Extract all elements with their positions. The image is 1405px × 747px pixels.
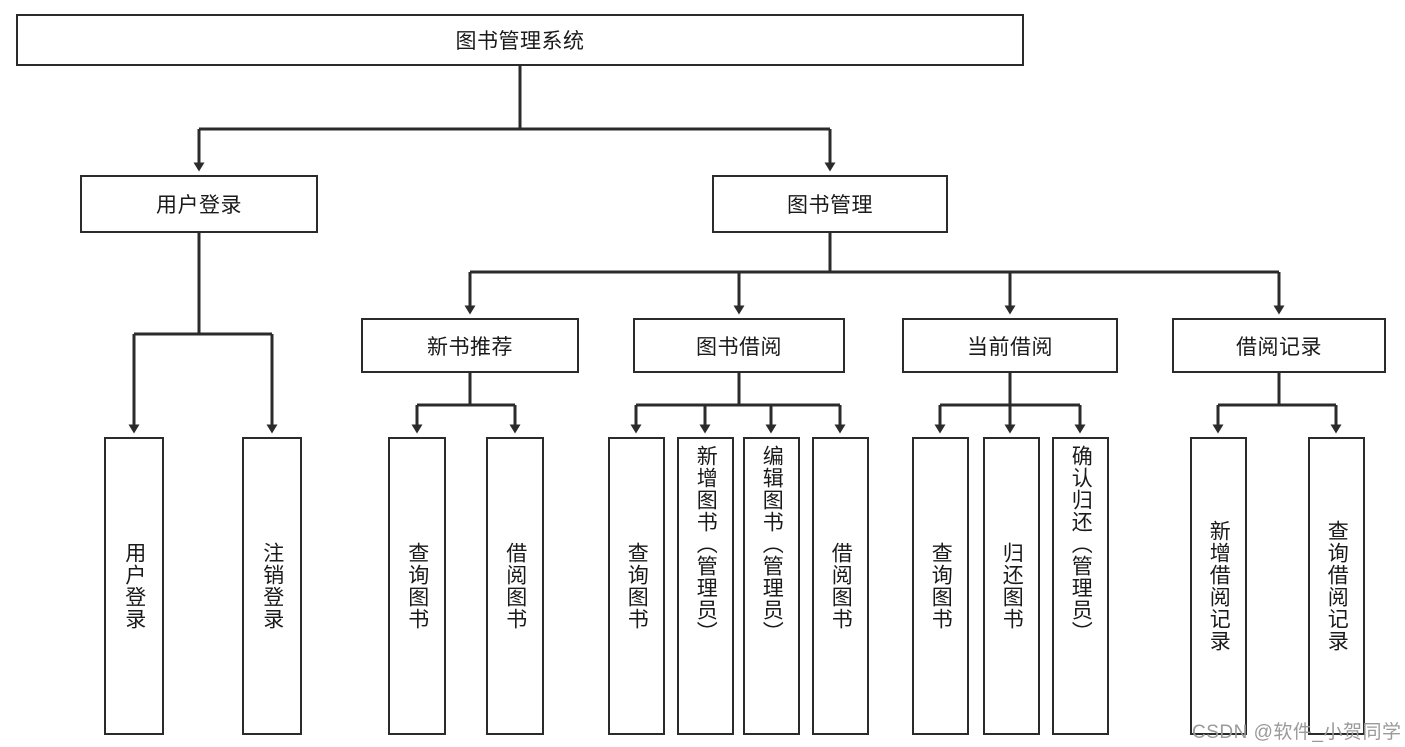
node-leaf-query-book-2[interactable]: 查询图书 (608, 437, 665, 735)
node-leaf-query-book-1[interactable]: 查询图书 (388, 437, 446, 735)
node-label: 新增图书（管理员） (694, 445, 718, 643)
node-leaf-query-book-3[interactable]: 查询图书 (912, 437, 969, 735)
node-label: 查询图书 (625, 542, 649, 630)
csdn-watermark: CSDN @软件_小贺同学 (1192, 722, 1402, 743)
node-label: 当前借阅 (967, 335, 1053, 359)
node-user-login[interactable]: 用户登录 (80, 175, 318, 233)
node-leaf-edit-book[interactable]: 编辑图书（管理员） (743, 437, 800, 735)
node-leaf-return-book[interactable]: 归还图书 (983, 437, 1040, 735)
node-leaf-query-record[interactable]: 查询借阅记录 (1308, 437, 1365, 735)
node-label: 图书借阅 (696, 335, 782, 359)
node-leaf-add-record[interactable]: 新增借阅记录 (1190, 437, 1247, 735)
node-label: 查询借阅记录 (1325, 520, 1349, 652)
node-label: 新书推荐 (427, 335, 513, 359)
node-label: 查询图书 (405, 542, 429, 630)
node-label: 注销登录 (260, 542, 284, 630)
node-label: 图书管理系统 (455, 30, 585, 53)
node-leaf-confirm-return[interactable]: 确认归还（管理员） (1052, 437, 1109, 735)
node-label: 确认归还（管理员） (1069, 445, 1093, 643)
node-current-borrow[interactable]: 当前借阅 (902, 318, 1118, 373)
node-book-borrow[interactable]: 图书借阅 (633, 318, 845, 373)
node-label: 查询图书 (929, 542, 953, 630)
node-new-book-rec[interactable]: 新书推荐 (361, 318, 579, 373)
node-leaf-logout[interactable]: 注销登录 (242, 437, 302, 735)
node-label: 用户登录 (122, 542, 146, 630)
node-label: 编辑图书（管理员） (760, 445, 784, 643)
node-label: 用户登录 (156, 194, 242, 217)
node-book-manage[interactable]: 图书管理 (712, 175, 948, 233)
node-label: 借阅图书 (829, 542, 853, 630)
node-leaf-borrow-book-1[interactable]: 借阅图书 (486, 437, 544, 735)
node-leaf-add-book[interactable]: 新增图书（管理员） (677, 437, 734, 735)
node-leaf-borrow-book-2[interactable]: 借阅图书 (812, 437, 869, 735)
node-label: 归还图书 (1000, 542, 1024, 630)
node-label: 新增借阅记录 (1207, 520, 1231, 652)
node-leaf-user-login[interactable]: 用户登录 (104, 437, 164, 735)
node-label: 借阅图书 (503, 542, 527, 630)
node-root[interactable]: 图书管理系统 (16, 14, 1024, 66)
node-label: 借阅记录 (1236, 335, 1322, 359)
node-borrow-record[interactable]: 借阅记录 (1172, 318, 1386, 373)
node-label: 图书管理 (787, 194, 873, 217)
